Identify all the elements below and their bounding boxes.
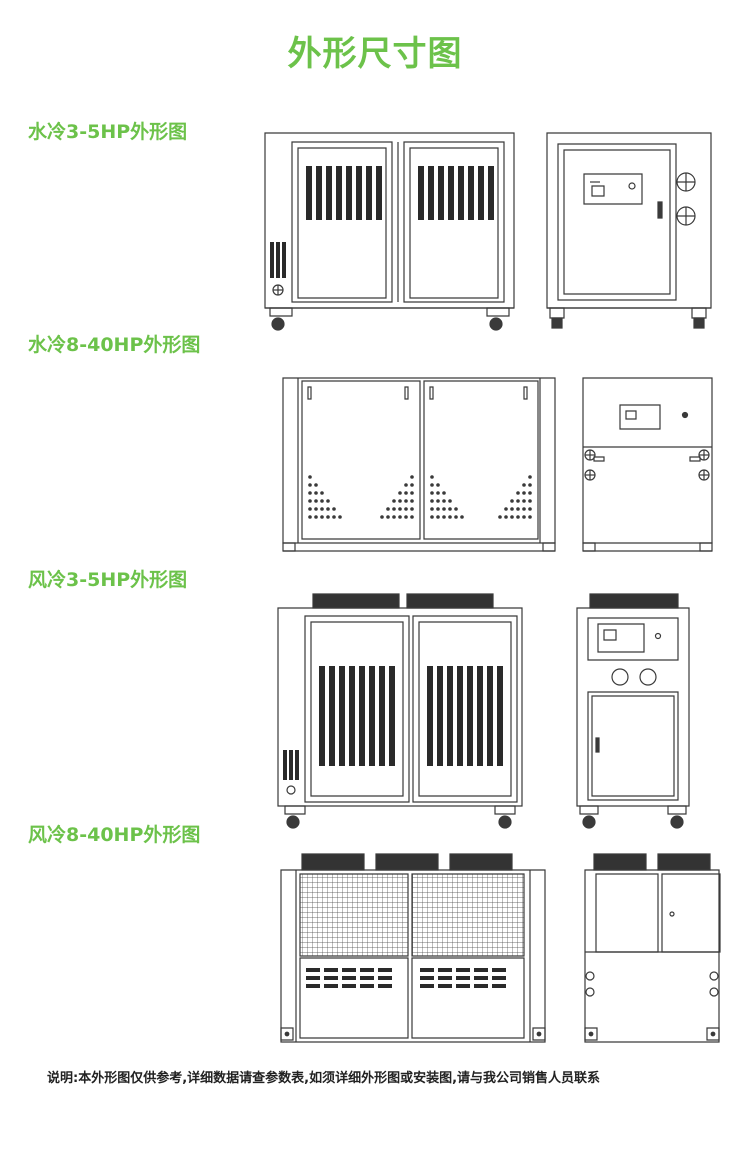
side-vent [283,750,299,780]
condenser-grille-left [300,874,408,956]
page-title: 外形尺寸图 [287,34,463,74]
fan-unit [658,854,710,870]
air-8-40hp-side-view [582,852,722,1047]
section-label-water-3-5hp: 水冷3-5HP外形图 [28,121,188,143]
air-3-5hp-side-view [574,592,692,832]
air-8-40hp-front-view [278,852,548,1047]
fan-unit [590,594,678,608]
section-label-air-3-5hp: 风冷3-5HP外形图 [28,569,188,591]
section-label-air-8-40hp: 风冷8-40HP外形图 [28,824,201,846]
louver-group-left [319,666,395,766]
louver-group-right [427,666,503,766]
louvers-bottom-left [306,968,392,988]
air-3-5hp-front-view [275,592,525,832]
water-8-40hp-side-view [580,375,715,555]
disclaimer-note: 说明:本外形图仅供参考,详细数据请查参数表,如须详细外形图或安装图,请与我公司销… [47,1071,601,1086]
control-panel [584,174,642,204]
fan-unit [376,854,438,870]
perforation-right [430,475,532,519]
louvers-bottom-right [420,968,506,988]
section-label-water-8-40hp: 水冷8-40HP外形图 [28,334,201,356]
condenser-grille-right [412,874,524,956]
side-vent [270,242,286,278]
louver-group-left [306,166,382,220]
fan-unit [302,854,364,870]
water-8-40hp-front-view [280,375,558,555]
louver-group-right [418,166,494,220]
fan-unit [450,854,512,870]
water-3-5hp-front-view [262,130,517,335]
perforation-left [308,475,414,519]
control-panel [620,405,660,429]
fan-unit [313,594,399,608]
water-3-5hp-side-view [544,130,714,335]
fan-unit [594,854,646,870]
control-panel [598,624,644,652]
fan-unit [407,594,493,608]
